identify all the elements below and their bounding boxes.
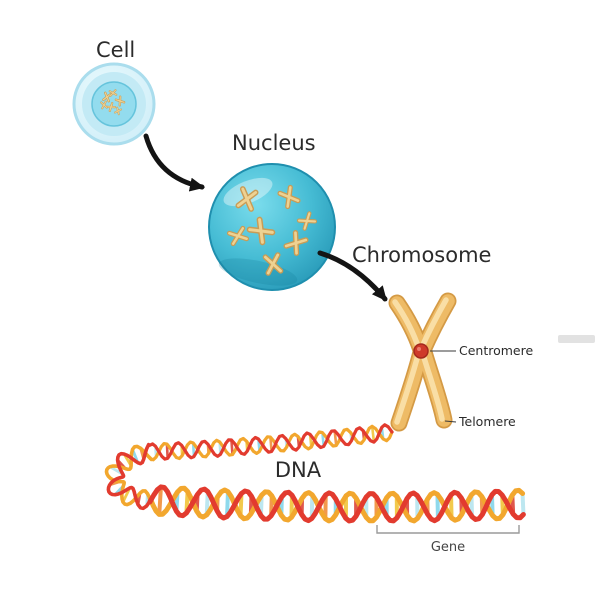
- dna-base-pair-rung: [269, 436, 273, 452]
- centromere-highlight: [417, 347, 421, 351]
- dna-base-pair-rung: [122, 487, 131, 503]
- telomere-leader-line: [444, 420, 457, 423]
- nucleus-body: [208, 163, 336, 291]
- nucleus-illustration: [208, 163, 336, 291]
- dna-label: DNA: [275, 458, 322, 482]
- dna-base-pair-rung: [165, 443, 169, 459]
- dna-base-pair-rung: [321, 432, 325, 447]
- dna-strand-red: [148, 423, 394, 461]
- cell-to-nucleus-arrow: [143, 133, 205, 192]
- dna-strand-orange: [148, 424, 394, 462]
- dna-strand-red: [106, 442, 152, 511]
- dna-base-pair-rung: [520, 493, 526, 515]
- labels: Cell Nucleus Chromosome DNA Centromere T…: [96, 38, 595, 555]
- arrows: [143, 133, 388, 302]
- cell-nucleus: [91, 81, 137, 127]
- chromosome-illustration: [388, 292, 457, 432]
- dna-base-pair-rung: [370, 426, 376, 443]
- dna-base-pair-rung: [225, 491, 230, 517]
- cell-illustration: [72, 62, 156, 146]
- nucleus-highlight: [223, 177, 273, 207]
- gene-label: Gene: [431, 540, 465, 555]
- cell-label: Cell: [96, 38, 135, 62]
- dna-base-pair-rung: [204, 491, 210, 516]
- nucleus-label: Nucleus: [232, 131, 316, 155]
- telomere-label: Telomere: [458, 414, 516, 429]
- dna-base-pair-rung: [333, 430, 338, 446]
- chromosome-label: Chromosome: [352, 243, 491, 267]
- dna-base-pair-rung: [238, 493, 244, 517]
- dna-strand-red: [147, 484, 526, 524]
- nucleus-to-chromosome-arrow: [317, 250, 388, 302]
- gene-bracket: [376, 525, 520, 534]
- dna-base-pair-rung: [191, 442, 196, 457]
- dna-base-pair-rung: [157, 487, 163, 515]
- centromere-label: Centromere: [459, 343, 533, 358]
- dna-base-pair-rung: [230, 439, 234, 455]
- dna-strand-orange: [147, 485, 526, 524]
- centromere-dot: [413, 343, 429, 359]
- dna-double-helix: [104, 423, 526, 524]
- watermark: [558, 335, 595, 343]
- nucleus-shadow: [218, 258, 298, 286]
